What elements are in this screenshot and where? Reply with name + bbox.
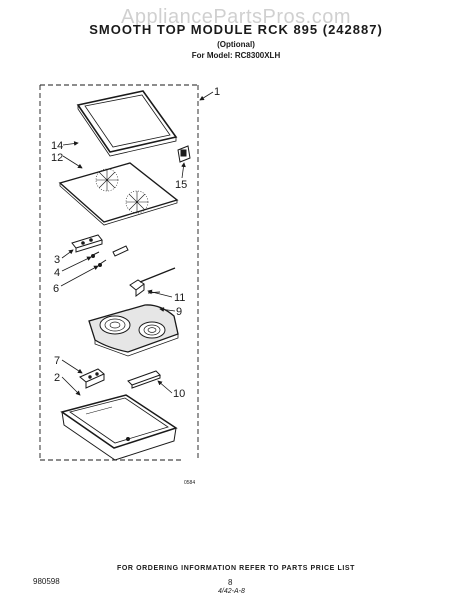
part-burner-elements xyxy=(88,304,179,357)
ordering-info: FOR ORDERING INFORMATION REFER TO PARTS … xyxy=(116,565,356,572)
model-label: For Model: RC8300XLH xyxy=(191,51,281,60)
part-clip xyxy=(177,145,191,163)
callout-7: 7 xyxy=(54,355,60,367)
callout-9: 9 xyxy=(176,306,182,318)
page-subtitle: (Optional) xyxy=(217,40,255,49)
part-trim-frame xyxy=(76,90,178,157)
callout-11: 11 xyxy=(174,292,185,304)
part-glass-cooktop xyxy=(58,162,179,226)
part-mounting-bracket xyxy=(79,368,105,389)
callout-4: 4 xyxy=(54,267,60,279)
page-number: 8 xyxy=(228,578,233,587)
assembly-outline xyxy=(39,84,199,461)
page-title: SMOOTH TOP MODULE RCK 895 (242887) xyxy=(89,22,383,37)
callout-1: 1 xyxy=(214,86,220,98)
callout-3: 3 xyxy=(54,254,60,266)
part-module-pan xyxy=(60,394,178,461)
callout-15: 15 xyxy=(175,179,187,191)
callout-14: 14 xyxy=(51,140,63,152)
part-support-bar xyxy=(127,370,161,389)
part-screws xyxy=(91,251,107,267)
callout-2: 2 xyxy=(54,372,60,384)
document-number: 980598 xyxy=(33,577,60,586)
leader-lines xyxy=(60,91,214,396)
part-terminal-block xyxy=(71,234,103,253)
callout-6: 6 xyxy=(53,283,59,295)
callout-10: 10 xyxy=(173,388,185,400)
handwritten-note: 4/42-A-8 xyxy=(218,588,245,595)
watermark: AppliancePartsPros.com xyxy=(121,6,351,28)
callout-12: 12 xyxy=(51,152,63,164)
callout-labels: 1 14 12 15 3 4 6 11 9 7 2 10 0584 xyxy=(51,86,220,486)
part-insulator-strip xyxy=(112,245,129,257)
diagram-code: 0584 xyxy=(184,480,195,486)
